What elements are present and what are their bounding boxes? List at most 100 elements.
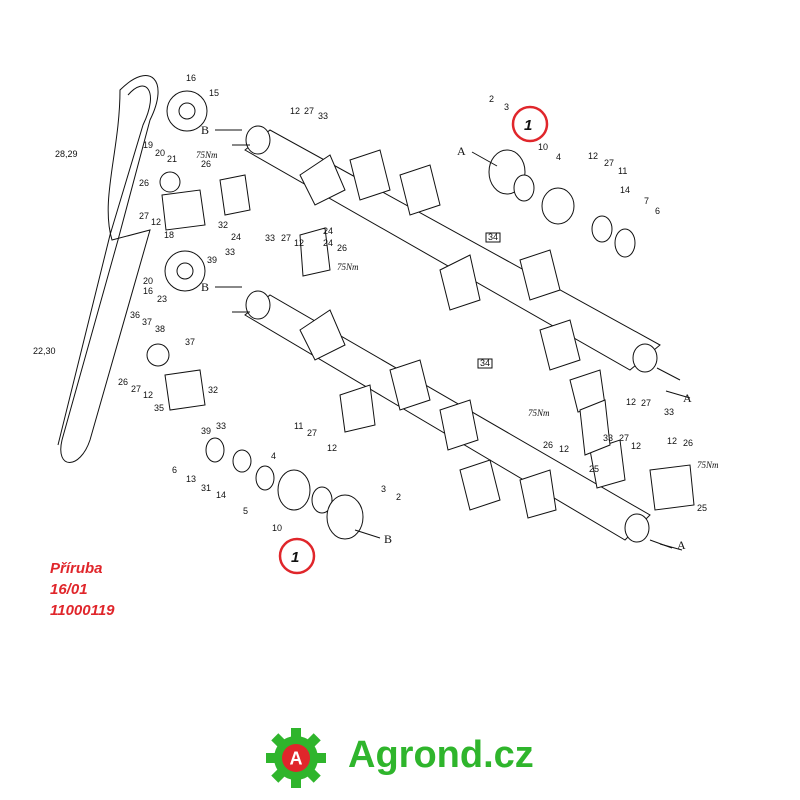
part-label: 15 bbox=[209, 88, 219, 98]
arrow-letter-a-middle: A bbox=[683, 391, 692, 405]
part-label: 26 bbox=[683, 438, 693, 448]
part-label: 2 bbox=[489, 94, 494, 104]
logo-letter: A bbox=[290, 749, 303, 769]
part-label: 20 bbox=[155, 148, 165, 158]
bearing-assembly-upper bbox=[488, 149, 636, 258]
part-label: 34 bbox=[480, 358, 490, 368]
sprocket-21 bbox=[159, 171, 181, 193]
part-label: 10 bbox=[272, 523, 282, 533]
part-label: 37 bbox=[185, 337, 195, 347]
part-label: 13 bbox=[186, 474, 196, 484]
part-label: 33 bbox=[265, 233, 275, 243]
part-label: 27 bbox=[131, 384, 141, 394]
arrow-letter-a-upper: A bbox=[457, 144, 466, 158]
part-label: 26 bbox=[337, 243, 347, 253]
upper-paddles bbox=[299, 149, 606, 413]
part-label: 12 bbox=[631, 441, 641, 451]
gear-icon: A bbox=[266, 728, 326, 788]
part-label: 10 bbox=[538, 142, 548, 152]
chain-loop-inner bbox=[57, 85, 151, 446]
callout-upper: 1 bbox=[511, 105, 549, 143]
part-number: 11000119 bbox=[50, 602, 115, 619]
part-label: 4 bbox=[556, 152, 561, 162]
part-label: 32 bbox=[218, 220, 228, 230]
part-label: 18 bbox=[164, 230, 174, 240]
part-labels: 16 15 28,29 19 20 21 26 26 27 12 18 32 2… bbox=[33, 73, 707, 533]
arrow-letter-b-middle: B bbox=[201, 280, 209, 294]
part-label: 6 bbox=[655, 206, 660, 216]
part-label: 12 bbox=[559, 444, 569, 454]
section-arrows: B B A A A B bbox=[201, 123, 692, 552]
torque-label: 75Nm bbox=[697, 460, 719, 470]
part-label: 19 bbox=[143, 140, 153, 150]
part-label: 12 bbox=[667, 436, 677, 446]
part-label: 33 bbox=[664, 407, 674, 417]
part-label: 33 bbox=[216, 421, 226, 431]
part-label: 37 bbox=[142, 317, 152, 327]
part-label: 38 bbox=[155, 324, 165, 334]
part-label: 16 bbox=[143, 286, 153, 296]
part-label: 24 bbox=[231, 232, 241, 242]
part-label: 6 bbox=[172, 465, 177, 475]
part-label: 3 bbox=[381, 484, 386, 494]
part-label: 11 bbox=[618, 166, 627, 176]
part-label: 14 bbox=[216, 490, 226, 500]
arrow-letter-a-lower: A bbox=[677, 538, 686, 552]
part-info: Příruba 16/01 11000119 bbox=[50, 558, 115, 621]
part-label: 12 bbox=[290, 106, 300, 116]
callout-number: 1 bbox=[291, 549, 299, 566]
part-label: 11 bbox=[294, 421, 303, 431]
part-label: 5 bbox=[243, 506, 248, 516]
part-label: 35 bbox=[154, 403, 164, 413]
part-label: 12 bbox=[327, 443, 337, 453]
part-label: 12 bbox=[588, 151, 598, 161]
part-label: 39 bbox=[201, 426, 211, 436]
part-label: 20 bbox=[143, 276, 153, 286]
plates bbox=[161, 174, 695, 511]
part-label: 4 bbox=[271, 451, 276, 461]
part-label: 23 bbox=[157, 294, 167, 304]
torque-label: 75Nm bbox=[337, 262, 359, 272]
torque-label: 75Nm bbox=[528, 408, 550, 418]
part-label: 28,29 bbox=[55, 149, 78, 159]
brand-logo[interactable]: A Agrond.cz bbox=[264, 726, 564, 790]
arrow-letter-b-lower: B bbox=[384, 532, 392, 546]
part-label: 12 bbox=[294, 238, 304, 248]
part-label: 12 bbox=[151, 217, 161, 227]
part-label: 26 bbox=[201, 159, 211, 169]
part-label: 26 bbox=[118, 377, 128, 387]
part-label: 27 bbox=[281, 233, 291, 243]
part-label: 27 bbox=[641, 398, 651, 408]
part-label: 27 bbox=[304, 106, 314, 116]
part-label: 27 bbox=[619, 433, 629, 443]
part-label: 16 bbox=[186, 73, 196, 83]
callout-number: 1 bbox=[524, 117, 532, 134]
part-label: 31 bbox=[201, 483, 211, 493]
part-label: 25 bbox=[589, 464, 599, 474]
part-label: 24 bbox=[323, 226, 333, 236]
sprocket-15 bbox=[166, 90, 208, 132]
bearing-assembly-lower bbox=[205, 437, 364, 540]
part-label: 22,30 bbox=[33, 346, 56, 356]
part-label: 34 bbox=[488, 232, 498, 242]
part-label: 26 bbox=[543, 440, 553, 450]
callout-lower: 1 bbox=[278, 537, 316, 575]
part-code: 16/01 bbox=[50, 581, 88, 598]
part-label: 27 bbox=[307, 428, 317, 438]
part-label: 33 bbox=[318, 111, 328, 121]
part-label: 21 bbox=[167, 154, 177, 164]
part-label: 33 bbox=[225, 247, 235, 257]
part-label: 27 bbox=[604, 158, 614, 168]
part-label: 12 bbox=[143, 390, 153, 400]
part-label: 32 bbox=[208, 385, 218, 395]
sprocket-23 bbox=[164, 250, 206, 292]
torque-label: 75Nm bbox=[196, 150, 218, 160]
part-label: 24 bbox=[323, 238, 333, 248]
part-label: 14 bbox=[620, 185, 630, 195]
part-label: 39 bbox=[207, 255, 217, 265]
part-label: 3 bbox=[504, 102, 509, 112]
arrow-letter-b-upper: B bbox=[201, 123, 209, 137]
part-label: 25 bbox=[697, 503, 707, 513]
chain-loop bbox=[60, 75, 159, 463]
